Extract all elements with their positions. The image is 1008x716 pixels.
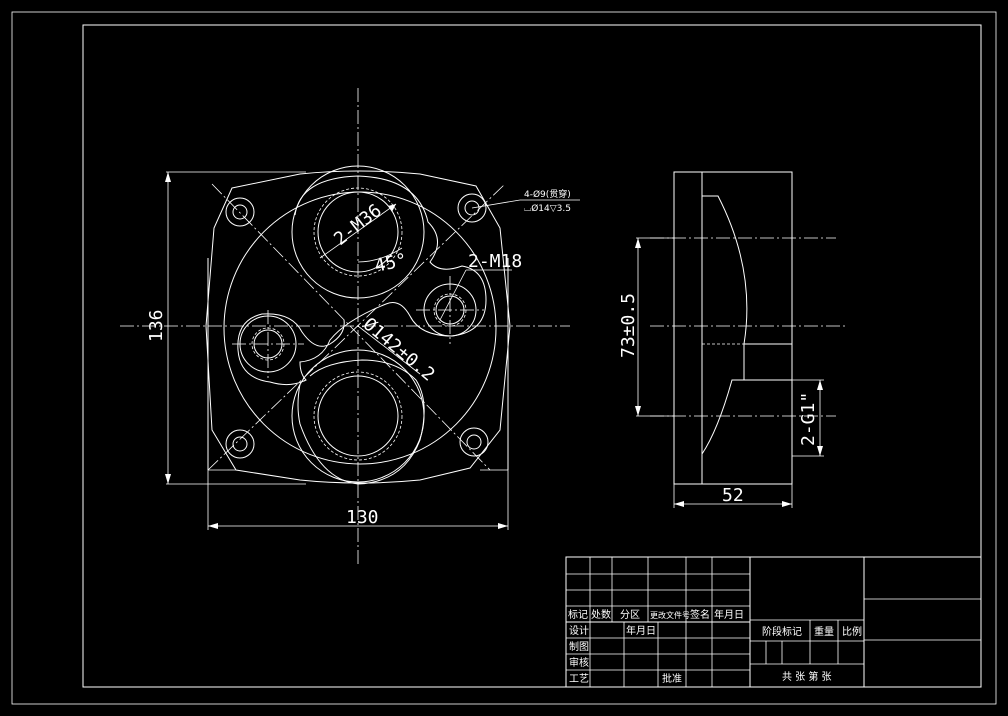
dim-130-text: 130 [346, 507, 379, 528]
thread-label: 2-G1" [798, 392, 819, 446]
tb-weight: 重量 [814, 625, 834, 638]
tb-header-3: 更改文件号 [650, 610, 690, 620]
side-view [635, 171, 846, 508]
tb-date: 年月日 [626, 624, 656, 637]
hole-note-2: ⌴Ø14▽3.5 [524, 203, 571, 214]
tb-review: 审核 [569, 656, 589, 669]
dim-52-text: 52 [722, 485, 744, 506]
tb-sheet: 共 张 第 张 [782, 670, 832, 683]
tb-header-2: 分区 [620, 609, 640, 621]
dim-136-text: 136 [146, 309, 167, 342]
tb-drafting: 制图 [569, 640, 589, 653]
corner-holes [225, 193, 489, 459]
tb-header-0: 标记 [568, 609, 588, 621]
tb-scale: 比例 [842, 625, 862, 638]
tb-stage-mark: 阶段标记 [762, 625, 802, 638]
tb-design: 设计 [569, 624, 589, 637]
inner-border [82, 24, 982, 688]
outer-border [11, 11, 997, 705]
tb-process: 工艺 [569, 673, 589, 685]
port-label: 2-M18 [468, 251, 522, 272]
title-block [565, 556, 982, 688]
gear-pocket [237, 175, 487, 485]
dim-73-text: 73±0.5 [618, 293, 639, 358]
angle-label: 45° [373, 250, 409, 277]
hole-note-1: 4-Ø9(贯穿) [524, 188, 571, 200]
tb-header-5: 年月日 [714, 608, 744, 621]
tb-approve: 批准 [662, 672, 682, 685]
pcd-label: Ø142±0.2 [359, 314, 439, 386]
plate-outline [205, 170, 511, 484]
tb-header-4: 签名 [690, 608, 710, 621]
front-view [120, 88, 580, 565]
tb-header-1: 处数 [591, 608, 611, 621]
